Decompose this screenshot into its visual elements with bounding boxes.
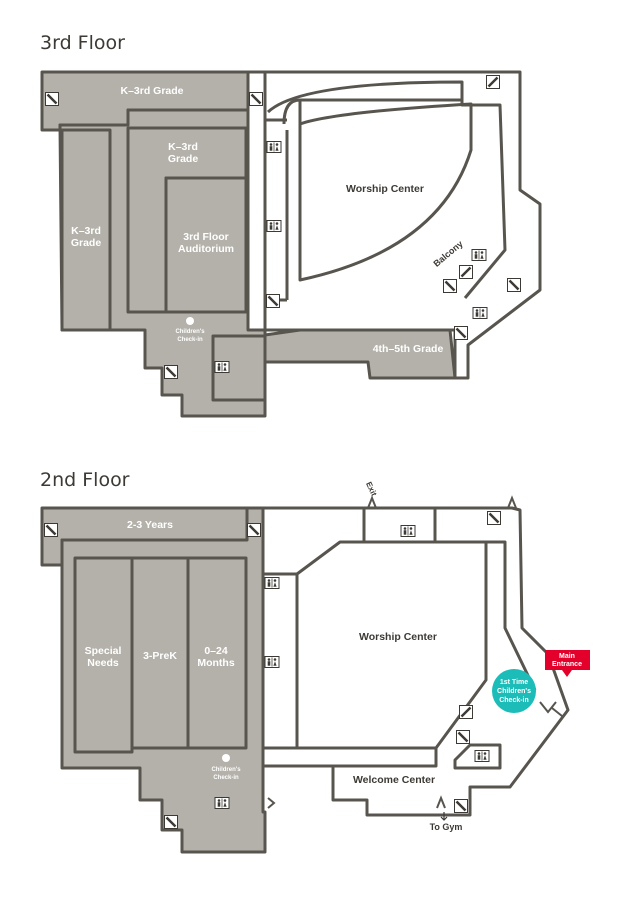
floor-2nd: 2-3 Years Special Needs 3-PreK 0–24 Mont… bbox=[40, 480, 590, 854]
restroom-icon bbox=[400, 525, 416, 537]
label-special-needs-1: Special bbox=[85, 645, 122, 657]
door-icon bbox=[367, 495, 377, 509]
stairs-icon bbox=[453, 325, 469, 341]
label-first-time-1: 1st Time bbox=[500, 679, 528, 686]
stairs-icon bbox=[163, 814, 179, 830]
stairs-icon bbox=[43, 522, 59, 538]
label-main-entrance-2: Entrance bbox=[552, 661, 582, 668]
label-auditorium-1: 3rd Floor bbox=[183, 231, 229, 243]
door-icon bbox=[539, 701, 563, 717]
label-checkin-3rd-1: Children's bbox=[175, 329, 205, 335]
label-auditorium-2: Auditorium bbox=[178, 243, 234, 255]
first-time-checkin-marker bbox=[492, 669, 536, 713]
room-k3-left bbox=[60, 128, 112, 332]
door-icon bbox=[267, 797, 276, 809]
worship-center-2nd bbox=[295, 540, 488, 750]
label-special-needs-2: Needs bbox=[87, 657, 119, 669]
label-worship-2nd: Worship Center bbox=[359, 631, 437, 643]
worship-center-3rd bbox=[298, 102, 473, 282]
checkin-dot-icon bbox=[186, 317, 194, 325]
restroom-icon bbox=[214, 361, 230, 373]
stairs-icon bbox=[453, 798, 469, 814]
floor-3rd: K–3rd Grade K–3rd Grade K–3rd Grade 3rd … bbox=[40, 70, 542, 418]
checkin-dot-icon bbox=[222, 754, 230, 762]
arrow-down-icon bbox=[440, 812, 448, 821]
stairs-icon bbox=[506, 277, 522, 293]
stairs-icon bbox=[458, 704, 474, 720]
restroom-icon bbox=[266, 141, 282, 153]
room-months bbox=[186, 556, 248, 750]
restroom-icon bbox=[264, 577, 280, 589]
label-months-1: 0–24 bbox=[204, 645, 228, 657]
label-years23: 2-3 Years bbox=[127, 519, 173, 531]
main-entrance-marker bbox=[545, 650, 590, 677]
label-to-gym: To Gym bbox=[430, 822, 463, 832]
label-k3-left-1: K–3rd bbox=[71, 225, 101, 237]
floor-title-3rd: 3rd Floor bbox=[40, 32, 125, 54]
room-grade45 bbox=[263, 328, 457, 380]
label-first-time-2: Children's bbox=[497, 688, 531, 695]
label-grade45: 4th–5th Grade bbox=[373, 343, 444, 355]
door-icon bbox=[507, 495, 517, 509]
floor-title-2nd: 2nd Floor bbox=[40, 469, 130, 491]
label-welcome-center: Welcome Center bbox=[353, 774, 435, 786]
stairs-icon bbox=[265, 293, 281, 309]
room-auditorium bbox=[164, 176, 248, 314]
stairs-icon bbox=[485, 74, 501, 90]
label-months-2: Months bbox=[197, 657, 234, 669]
restroom-icon bbox=[474, 750, 490, 762]
door-icon bbox=[436, 795, 446, 809]
restroom-icon bbox=[471, 249, 487, 261]
stairs-icon bbox=[163, 364, 179, 380]
stairs-icon bbox=[486, 510, 502, 526]
label-k3-mid-1: K–3rd bbox=[168, 141, 198, 153]
label-checkin-2nd-1: Children's bbox=[211, 767, 241, 773]
label-exit: Exit bbox=[364, 480, 378, 497]
label-first-time-3: Check-in bbox=[499, 697, 529, 704]
restroom-icon bbox=[472, 307, 488, 319]
stairs-icon bbox=[442, 278, 458, 294]
label-prek: 3-PreK bbox=[143, 650, 177, 662]
label-main-entrance-1: Main bbox=[559, 653, 575, 660]
label-checkin-3rd-2: Check-in bbox=[177, 337, 203, 343]
label-worship-3rd: Worship Center bbox=[346, 183, 424, 195]
stairs-icon bbox=[44, 91, 60, 107]
stairs-icon bbox=[246, 522, 262, 538]
label-k3-mid-2: Grade bbox=[168, 153, 199, 165]
label-k3-top: K–3rd Grade bbox=[120, 85, 183, 97]
label-checkin-2nd-2: Check-in bbox=[213, 775, 239, 781]
restroom-icon bbox=[264, 656, 280, 668]
room-special-needs bbox=[73, 556, 134, 754]
stairs-icon bbox=[248, 91, 264, 107]
restroom-icon bbox=[266, 220, 282, 232]
restroom-icon bbox=[214, 797, 230, 809]
label-k3-left-2: Grade bbox=[71, 237, 102, 249]
stairs-icon bbox=[458, 264, 474, 280]
stairs-icon bbox=[455, 729, 471, 745]
